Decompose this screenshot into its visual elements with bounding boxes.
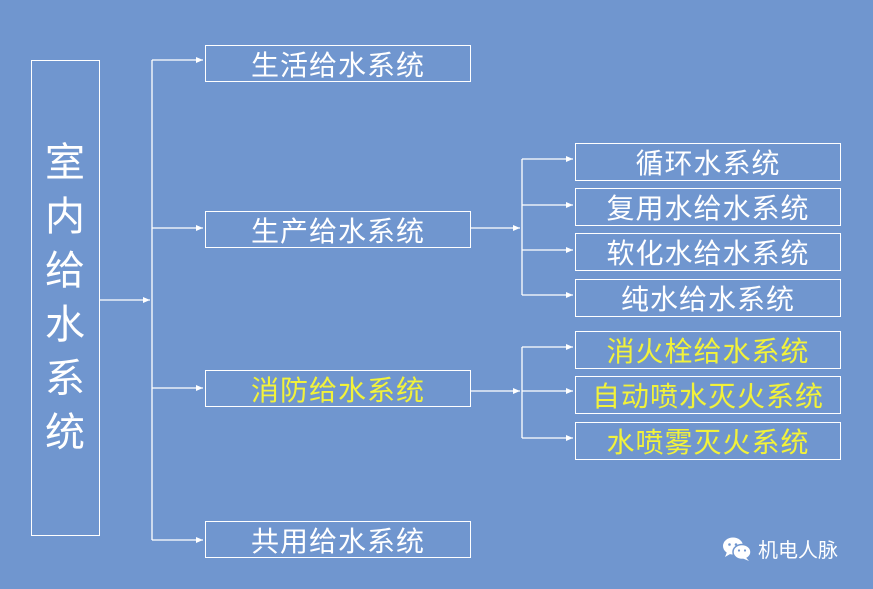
root-char: 内 [45, 194, 86, 240]
watermark-text: 机电人脉 [758, 538, 838, 562]
production-child: 纯水给水系统 [575, 279, 841, 317]
root-char: 给 [45, 248, 86, 294]
production-child: 复用水给水系统 [575, 188, 841, 226]
root-node: 室 内 给 水 系 统 [31, 60, 100, 536]
root-char: 系 [45, 356, 86, 402]
branch-production: 生产给水系统 [205, 211, 471, 248]
root-char: 统 [45, 410, 86, 456]
root-char: 水 [45, 302, 86, 348]
branch-domestic: 生活给水系统 [205, 45, 471, 82]
fire-child: 消火栓给水系统 [575, 331, 841, 369]
root-char: 室 [45, 140, 86, 186]
branch-fire: 消防给水系统 [205, 370, 471, 407]
branch-shared: 共用给水系统 [205, 521, 471, 558]
production-child: 循环水系统 [575, 143, 841, 181]
fire-child: 自动喷水灭火系统 [575, 376, 841, 414]
wechat-icon [723, 537, 752, 561]
fire-child: 水喷雾灭火系统 [575, 422, 841, 460]
production-child: 软化水给水系统 [575, 233, 841, 271]
watermark: 机电人脉 [722, 534, 838, 563]
